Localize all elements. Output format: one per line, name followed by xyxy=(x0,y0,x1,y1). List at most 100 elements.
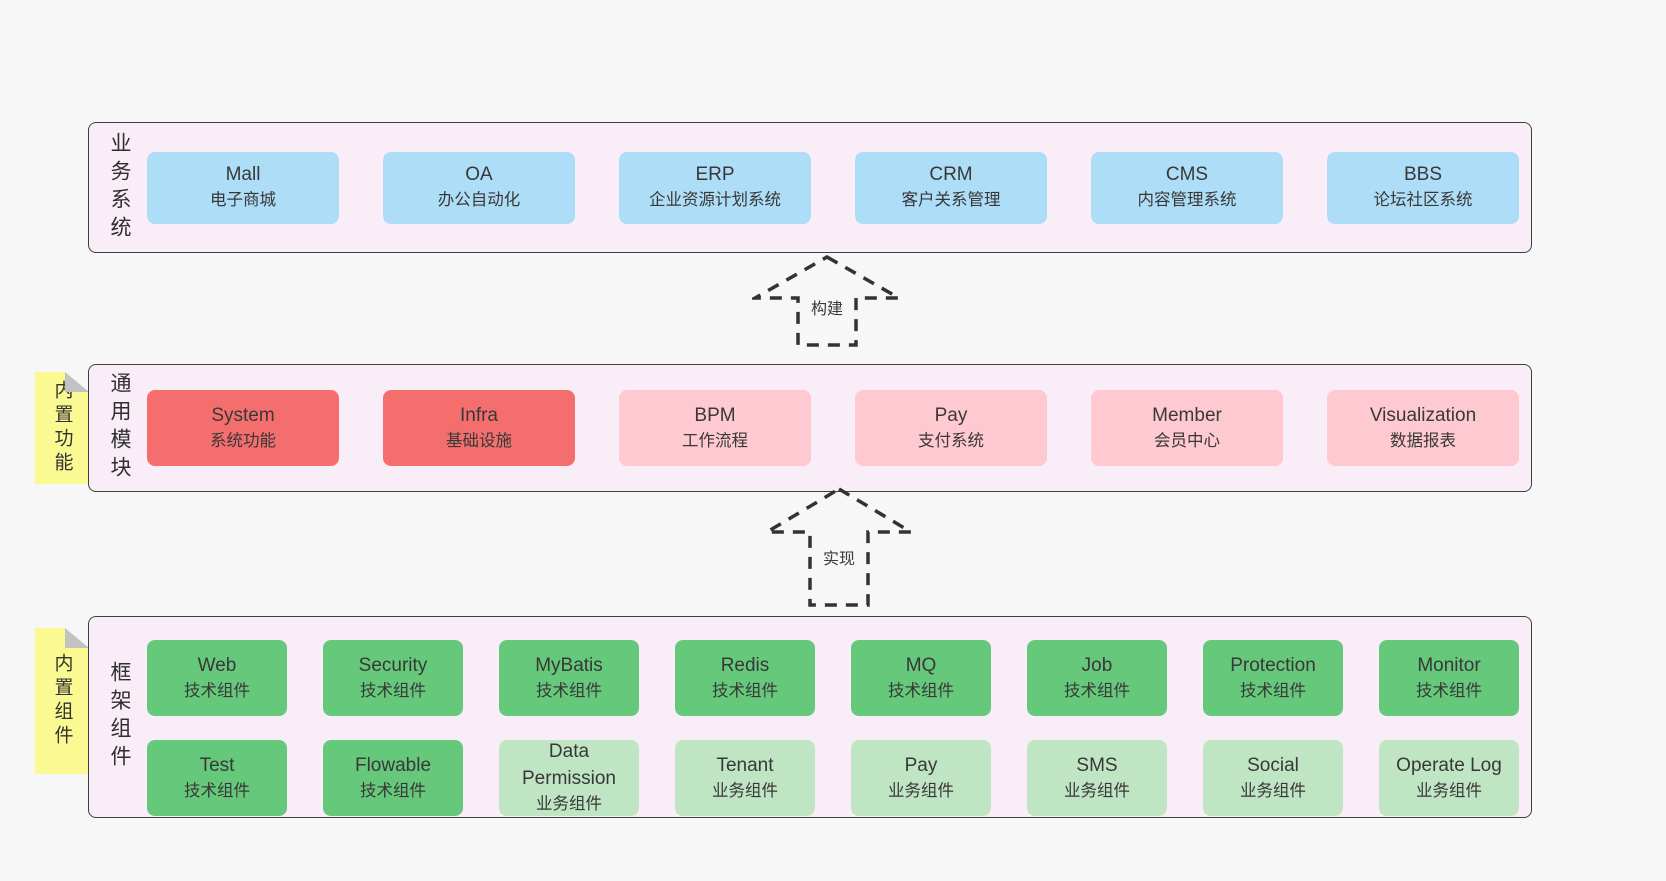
box-title: MyBatis xyxy=(535,654,603,676)
box-visualization: Visualization 数据报表 xyxy=(1327,390,1519,466)
box-subtitle: 会员中心 xyxy=(1154,431,1220,450)
box-title: BPM xyxy=(694,404,736,426)
sticky-tab-built-in-components: 内置组件 xyxy=(35,628,89,774)
box-redis: Redis 技术组件 xyxy=(675,640,815,716)
box-title: OA xyxy=(465,164,493,186)
build-arrow: 构建 xyxy=(752,254,902,348)
box-monitor: Monitor 技术组件 xyxy=(1379,640,1519,716)
box-title: Social xyxy=(1247,754,1299,776)
box-title: SMS xyxy=(1076,754,1118,776)
box-social: Social 业务组件 xyxy=(1203,740,1343,816)
box-subtitle: 技术组件 xyxy=(536,681,602,700)
box-title: Redis xyxy=(720,654,770,676)
box-bpm: BPM 工作流程 xyxy=(619,390,811,466)
dashed-up-arrow-icon xyxy=(764,486,914,607)
box-crm: CRM 客户关系管理 xyxy=(855,151,1047,224)
modules-boxes-row: System 系统功能 Infra 基础设施 BPM 工作流程 Pay 支付系统… xyxy=(147,365,1519,491)
box-title: Flowable xyxy=(354,754,432,776)
box-subtitle: 技术组件 xyxy=(712,681,778,700)
implement-arrow: 实现 xyxy=(764,486,914,608)
box-subtitle: 业务组件 xyxy=(1240,781,1306,800)
box-subtitle: 支付系统 xyxy=(918,431,984,450)
box-subtitle: 业务组件 xyxy=(712,781,778,800)
implement-arrow-label: 实现 xyxy=(818,544,860,570)
box-subtitle: 办公自动化 xyxy=(437,191,521,210)
box-test: Test 技术组件 xyxy=(147,740,287,816)
box-sms: SMS 业务组件 xyxy=(1027,740,1167,816)
box-title: System xyxy=(211,404,275,426)
box-flowable: Flowable 技术组件 xyxy=(323,740,463,816)
build-arrow-label: 构建 xyxy=(806,294,848,320)
panel-side-label: 业务系统 xyxy=(108,131,131,244)
box-subtitle: 基础设施 xyxy=(446,431,512,450)
box-subtitle: 内容管理系统 xyxy=(1137,191,1237,210)
framework-tech-row: Web 技术组件 Security 技术组件 MyBatis 技术组件 Redi… xyxy=(147,640,1519,716)
box-title: CMS xyxy=(1165,164,1209,186)
box-job: Job 技术组件 xyxy=(1027,640,1167,716)
dashed-up-arrow-icon xyxy=(752,254,902,347)
panel-side-label: 框架组件 xyxy=(108,661,131,773)
box-cms: CMS 内容管理系统 xyxy=(1091,151,1283,224)
box-tenant: Tenant 业务组件 xyxy=(675,740,815,816)
box-subtitle: 技术组件 xyxy=(1240,681,1306,700)
box-mall: Mall 电子商城 xyxy=(147,151,339,224)
box-subtitle: 业务组件 xyxy=(536,795,602,814)
box-system: System 系统功能 xyxy=(147,390,339,466)
box-subtitle: 技术组件 xyxy=(1064,681,1130,700)
box-member: Member 会员中心 xyxy=(1091,390,1283,466)
box-data-permission: Data Permission 业务组件 xyxy=(499,740,639,816)
box-subtitle: 系统功能 xyxy=(210,431,276,450)
framework-biz-row: Test 技术组件 Flowable 技术组件 Data Permission … xyxy=(147,740,1519,816)
box-subtitle: 工作流程 xyxy=(682,431,748,450)
panel-common-modules: 通用模块 System 系统功能 Infra 基础设施 BPM 工作流程 Pay… xyxy=(88,364,1532,492)
box-title: Pay xyxy=(934,404,968,426)
box-title: Security xyxy=(358,654,428,676)
panel-side-label: 通用模块 xyxy=(108,372,131,484)
box-title: Member xyxy=(1152,404,1222,426)
box-subtitle: 技术组件 xyxy=(1416,681,1482,700)
panel-framework-components: 框架组件 Web 技术组件 Security 技术组件 MyBatis 技术组件… xyxy=(88,616,1532,818)
box-web: Web 技术组件 xyxy=(147,640,287,716)
box-pay-module: Pay 支付系统 xyxy=(855,390,1047,466)
box-mybatis: MyBatis 技术组件 xyxy=(499,640,639,716)
box-title: MQ xyxy=(905,654,937,676)
box-protection: Protection 技术组件 xyxy=(1203,640,1343,716)
box-title: ERP xyxy=(695,164,735,186)
box-operate-log: Operate Log 业务组件 xyxy=(1379,740,1519,816)
box-title: Pay xyxy=(904,754,938,776)
box-subtitle: 企业资源计划系统 xyxy=(649,191,781,210)
sticky-tab-label: 内置功能 xyxy=(51,380,73,476)
box-oa: OA 办公自动化 xyxy=(383,151,575,224)
box-subtitle: 业务组件 xyxy=(1416,781,1482,800)
box-subtitle: 技术组件 xyxy=(360,781,426,800)
box-subtitle: 业务组件 xyxy=(888,781,954,800)
box-title: Protection xyxy=(1230,654,1316,676)
box-subtitle: 数据报表 xyxy=(1390,431,1456,450)
box-erp: ERP 企业资源计划系统 xyxy=(619,151,811,224)
box-title: Monitor xyxy=(1417,654,1481,676)
box-bbs: BBS 论坛社区系统 xyxy=(1327,151,1519,224)
box-subtitle: 论坛社区系统 xyxy=(1373,191,1473,210)
box-subtitle: 技术组件 xyxy=(360,681,426,700)
sticky-tab-label: 内置组件 xyxy=(51,653,73,749)
box-title: Data Permission xyxy=(522,741,616,790)
panel-business-systems: 业务系统 Mall 电子商城 OA 办公自动化 ERP 企业资源计划系统 CRM… xyxy=(88,122,1532,253)
box-subtitle: 技术组件 xyxy=(888,681,954,700)
box-pay-component: Pay 业务组件 xyxy=(851,740,991,816)
box-title: Infra xyxy=(459,404,499,426)
box-title: CRM xyxy=(929,164,973,186)
box-subtitle: 电子商城 xyxy=(210,191,276,210)
box-title: Operate Log xyxy=(1396,754,1502,776)
box-title: Web xyxy=(197,654,237,676)
folded-corner-icon xyxy=(65,372,89,392)
business-boxes-row: Mall 电子商城 OA 办公自动化 ERP 企业资源计划系统 CRM 客户关系… xyxy=(147,123,1519,252)
box-title: Test xyxy=(199,754,235,776)
box-title: BBS xyxy=(1403,164,1443,186)
box-subtitle: 业务组件 xyxy=(1064,781,1130,800)
folded-corner-icon xyxy=(65,628,89,648)
box-subtitle: 技术组件 xyxy=(184,681,250,700)
box-subtitle: 技术组件 xyxy=(184,781,250,800)
box-title: Visualization xyxy=(1369,404,1477,426)
box-title: Job xyxy=(1081,654,1113,676)
box-infra: Infra 基础设施 xyxy=(383,390,575,466)
